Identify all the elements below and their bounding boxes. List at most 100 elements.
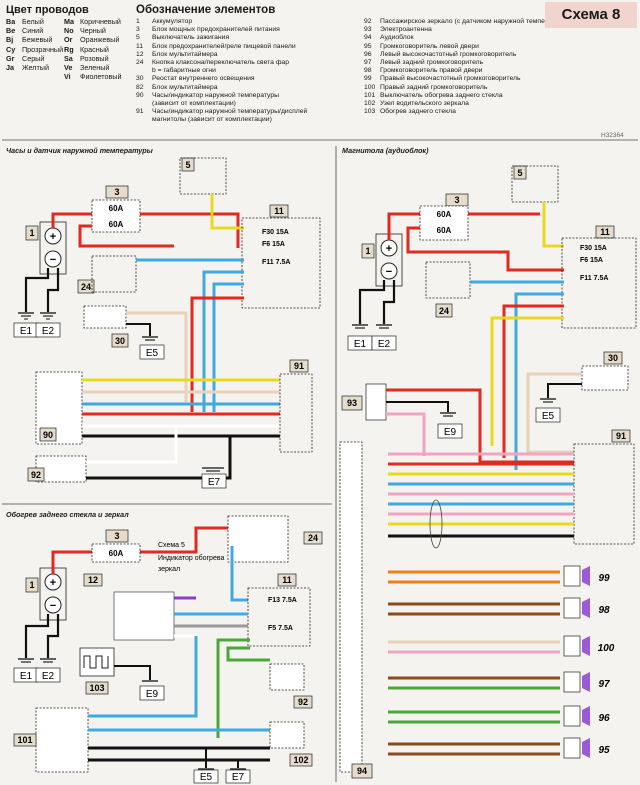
element-code: 102 (364, 100, 376, 107)
svg-text:30: 30 (115, 336, 125, 346)
svg-text:91: 91 (616, 431, 626, 441)
svg-text:E5: E5 (200, 772, 213, 783)
ground-e1-label: E1 (20, 326, 33, 337)
legend-code: Ve (64, 63, 73, 72)
svg-text:+: + (386, 243, 392, 255)
legend-code: Or (64, 35, 73, 45)
legend-row: No Черный (64, 26, 106, 36)
element-label: Часы/индикатор наружной температуры/дисп… (152, 108, 308, 116)
legend-label: Белый (22, 17, 44, 26)
svg-text:3: 3 (114, 531, 119, 541)
svg-text:95: 95 (598, 745, 610, 756)
svg-text:24: 24 (308, 533, 318, 543)
svg-text:E2: E2 (378, 339, 391, 350)
svg-text:5: 5 (517, 168, 522, 178)
svg-text:5: 5 (185, 160, 190, 170)
element-label: Кнопка клаксона/переключатель света фар (152, 59, 289, 66)
element-label: Выключатель зажигания (152, 34, 230, 42)
fuse-block-11: 11 F30 15A F6 15A F11 7.5A (241, 204, 321, 309)
svg-text:1: 1 (365, 246, 370, 256)
legend-label: Серый (22, 53, 45, 63)
svg-text:F30 15A: F30 15A (262, 229, 289, 236)
legend-label: Черный (80, 26, 106, 36)
svg-text:24: 24 (81, 282, 91, 292)
element-label: Пассажирское зеркало (с датчиком наружно… (380, 18, 570, 25)
svg-text:E2: E2 (42, 671, 55, 682)
legend-code: Bj (6, 35, 14, 45)
element-code: 82 (136, 83, 144, 91)
speaker-97: 97 (563, 671, 610, 693)
element-code: 98 (364, 67, 372, 75)
ground-e7-label: E7 (208, 477, 221, 488)
section-title-radio: Магнитола (аудиоблок) (342, 146, 429, 155)
element-label: Узел водительского зеркала (380, 100, 469, 107)
element-label: Выключатель обогрева заднего стекла (380, 91, 503, 99)
element-code: 30 (136, 75, 144, 83)
svg-text:−: − (50, 600, 56, 612)
svg-text:F13 7.5A: F13 7.5A (268, 597, 297, 604)
legend-row: Vi Фиолетовый (64, 72, 122, 82)
svg-text:E1: E1 (20, 671, 33, 682)
element-code: 92 (364, 18, 372, 25)
battery-minus-label: − (50, 254, 56, 266)
element-code: 91 (136, 108, 144, 116)
fuse-block-3: 3 60A 60A (91, 185, 141, 233)
element-label: (зависит от комплектации) (152, 100, 236, 107)
element-code: 90 (136, 91, 144, 99)
svg-text:98: 98 (598, 605, 610, 616)
heat-indicator-note: Индикатор обогрева (158, 554, 224, 562)
battery-1: 1 + − (25, 221, 67, 275)
svg-text:93: 93 (347, 398, 357, 408)
ground-e1-left: E1 (13, 312, 39, 338)
element-code: 94 (364, 34, 372, 42)
speaker-95: 95 (563, 737, 610, 759)
element-label: Блок мощных предохранителей питания (152, 26, 280, 34)
legend-code: Sa (64, 53, 73, 63)
svg-text:90: 90 (43, 430, 53, 440)
antenna-93: 93 (341, 383, 387, 421)
rheostat-30: 30 (83, 305, 129, 348)
svg-text:E9: E9 (444, 427, 457, 438)
legend-code: No (64, 26, 74, 36)
element-code: 101 (364, 91, 376, 99)
svg-text:F5 7.5A: F5 7.5A (268, 625, 293, 632)
element-row: 102 Узел водительского зеркала (364, 100, 469, 108)
diagram-code: H32364 (601, 132, 624, 139)
legend-code: Vi (64, 72, 71, 82)
element-row: (зависит от комплектации) (136, 100, 236, 108)
battery-1-heat: 1 + − (25, 567, 67, 621)
legend-label: Фиолетовый (80, 72, 122, 82)
svg-text:12: 12 (88, 575, 98, 585)
horn-switch-24: 24 (77, 255, 137, 294)
svg-text:99: 99 (598, 573, 610, 584)
element-label: Электроантенна (380, 26, 432, 34)
element-label: Левый высокочастотный громкоговоритель (380, 50, 517, 58)
legend-row: Gr Серый (6, 53, 45, 63)
legend-code: Gr (6, 53, 15, 63)
svg-text:60A: 60A (437, 210, 452, 219)
heat-relay-24: 24 (227, 515, 323, 563)
element-code: 96 (364, 50, 372, 58)
fuse-block-11-heat: 11 F13 7.5A F5 7.5A (247, 573, 311, 647)
battery-1-radio: 1 + − (361, 233, 403, 287)
svg-text:E9: E9 (146, 689, 159, 700)
svg-text:E5: E5 (542, 411, 555, 422)
element-row: 101 Выключатель обогрева заднего стекла (364, 92, 503, 100)
svg-text:92: 92 (31, 470, 41, 480)
